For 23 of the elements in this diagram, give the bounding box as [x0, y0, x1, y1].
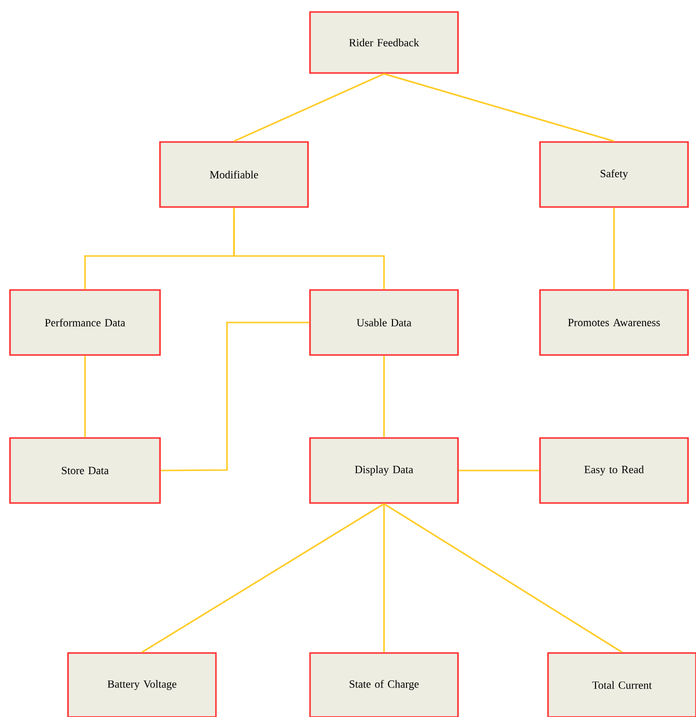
connector-line [384, 503, 622, 653]
process-box: Easy to Read [539, 437, 689, 504]
process-box: Store Data [9, 437, 161, 504]
connector-line [84, 356, 86, 438]
connector-line [234, 73, 384, 142]
process-box: Display Data [309, 437, 459, 504]
process-box: Total Current [547, 652, 696, 717]
process-box: Promotes Awareness [539, 289, 689, 356]
connector-line [233, 208, 385, 290]
process-box: State of Charge [309, 652, 459, 717]
process-box: Battery Voltage [67, 652, 217, 717]
connector-line [384, 73, 614, 142]
process-box: Modifiable [159, 141, 309, 208]
process-box: Performance Data [9, 289, 161, 356]
connector-line [142, 503, 384, 653]
process-box: Rider Feedback [309, 11, 459, 74]
process-box: Safety [539, 141, 689, 208]
connector-line [160, 322, 310, 472]
connector-line [613, 208, 615, 290]
connector-line [383, 504, 385, 652]
process-box: Usable Data [309, 289, 459, 356]
connector-line [383, 356, 385, 438]
connector-line [458, 470, 540, 472]
